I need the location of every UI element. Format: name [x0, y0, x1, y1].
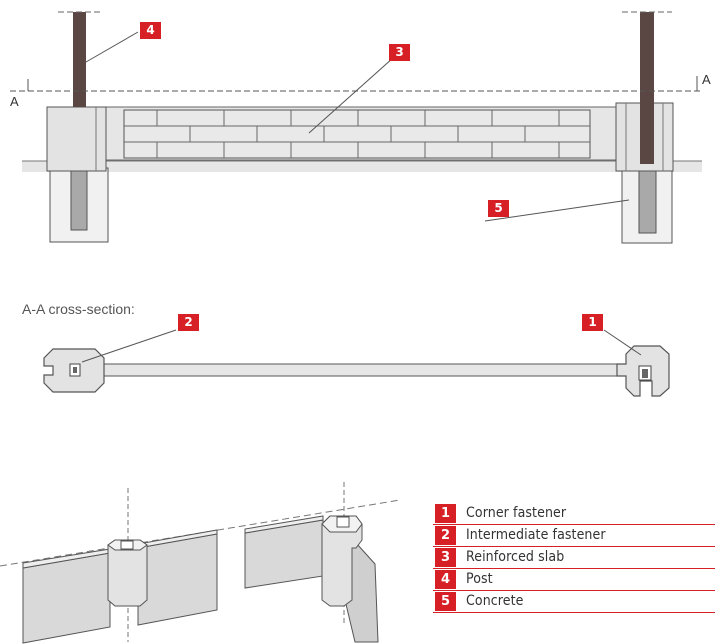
legend-label: Intermediate fastener: [466, 527, 606, 543]
cross-section-view: [43, 329, 670, 397]
fastener-block-left: [46, 106, 107, 172]
legend-label: Concrete: [466, 593, 524, 609]
elevation-view: [10, 11, 702, 244]
legend-label: Corner fastener: [466, 505, 567, 521]
callout-4: 4: [140, 22, 161, 39]
callout-5: 5: [488, 200, 509, 217]
post-right: [640, 12, 654, 164]
callout-3: 3: [389, 44, 410, 61]
iso-left-panel: [22, 552, 111, 644]
legend-number: 4: [435, 570, 456, 589]
legend-item: 1 Corner fastener: [433, 503, 715, 525]
legend-item: 3 Reinforced slab: [433, 547, 715, 569]
legend-label: Reinforced slab: [466, 549, 565, 565]
callout-2: 2: [178, 314, 199, 331]
legend-item: 5 Concrete: [433, 591, 715, 613]
legend-item: 4 Post: [433, 569, 715, 591]
legend-number: 1: [435, 504, 456, 523]
slab-brick-pattern: [124, 110, 590, 158]
legend-number: 3: [435, 548, 456, 567]
post-left: [73, 12, 86, 107]
legend-number: 5: [435, 592, 456, 611]
cross-section-caption: A-A cross-section:: [22, 301, 135, 317]
legend-number: 2: [435, 526, 456, 545]
section-marker-left: A: [10, 94, 19, 109]
section-marker-right: A: [702, 72, 711, 87]
ground-line: [22, 161, 702, 172]
legend: 1 Corner fastener 2 Intermediate fastene…: [433, 503, 715, 613]
cross-section-slab: [92, 363, 630, 377]
legend-label: Post: [466, 571, 493, 587]
legend-item: 2 Intermediate fastener: [433, 525, 715, 547]
iso-middle-panel: [137, 533, 218, 626]
callout-1: 1: [582, 314, 603, 331]
isometric-view: [0, 482, 401, 644]
